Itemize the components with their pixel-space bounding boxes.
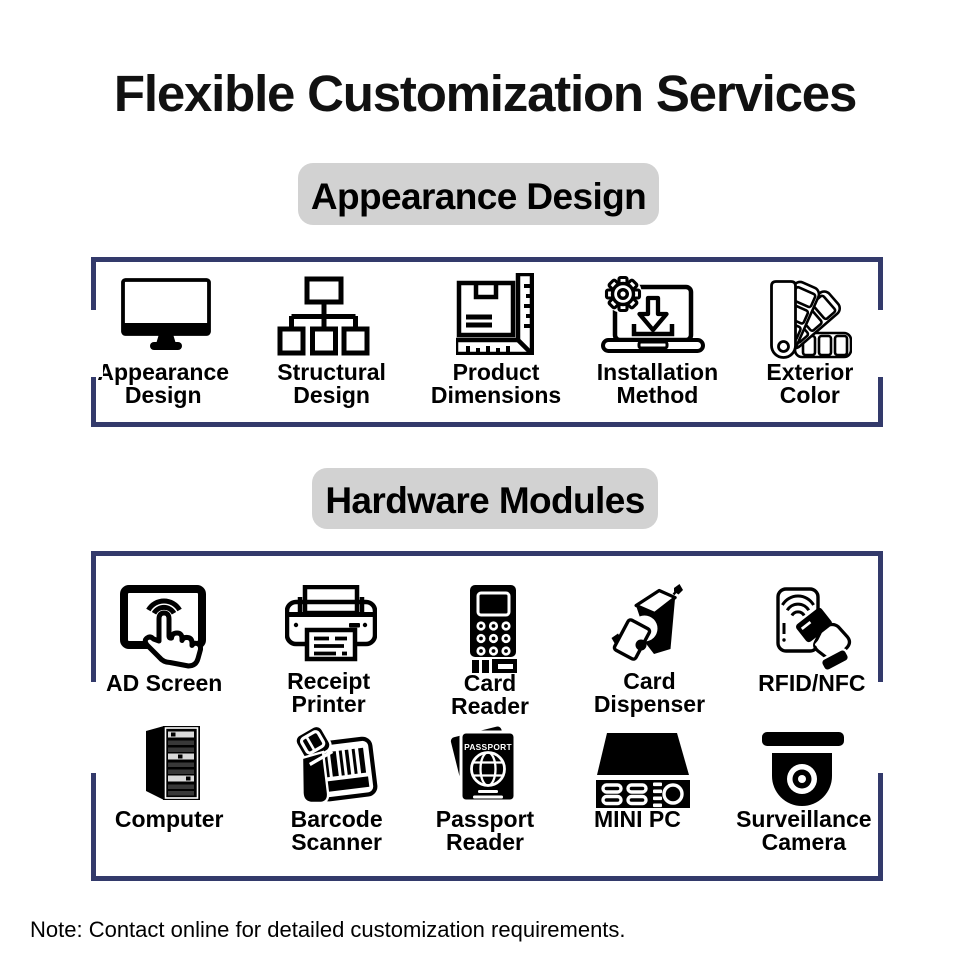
svg-text:PASSPORT: PASSPORT	[464, 742, 512, 752]
